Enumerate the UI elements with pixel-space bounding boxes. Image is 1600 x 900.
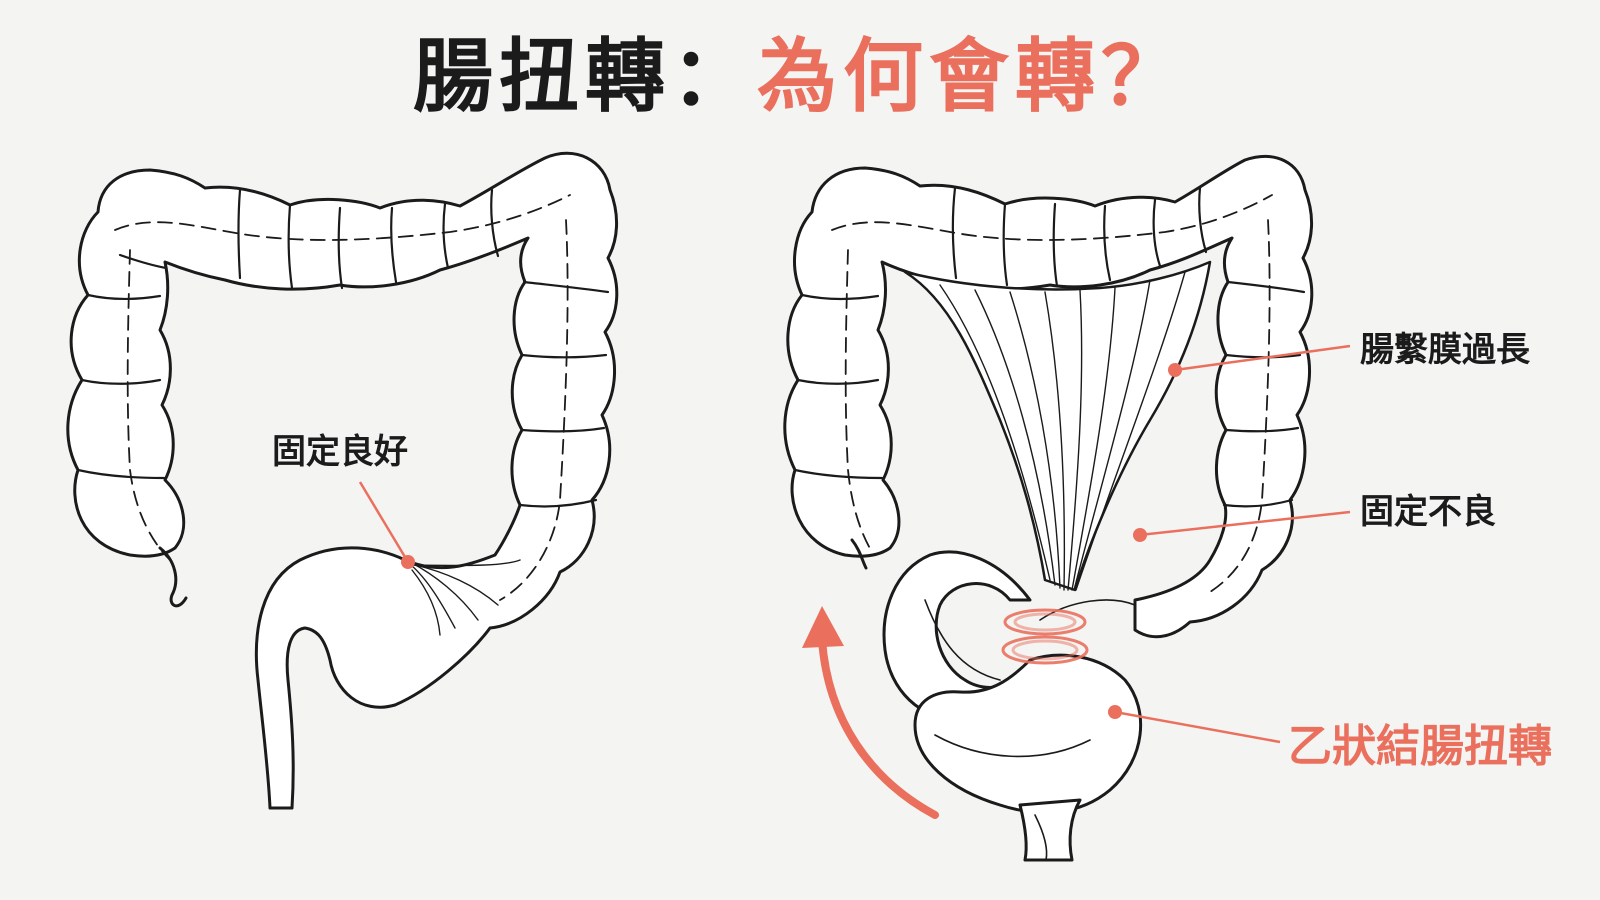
normal-fixation-pointer	[358, 481, 415, 569]
normal-colon-taenia	[114, 194, 571, 601]
label-mesentery-long: 腸繫膜過長	[1360, 330, 1530, 370]
mesentery-long-pointer	[1168, 344, 1351, 377]
page-title: 腸扭轉：為何會轉？	[0, 22, 1600, 132]
normal-colon-illustration	[66, 151, 619, 810]
sigmoid-creases	[924, 599, 1136, 861]
twist-rings	[1001, 608, 1089, 665]
mesentery-folds	[939, 271, 1186, 591]
label-poor-fixation: 固定不良	[1360, 492, 1496, 532]
sigmoid-loop-lower	[913, 653, 1143, 814]
sigmoid-rectum	[1018, 798, 1082, 862]
title-main: 腸扭轉：	[413, 30, 757, 123]
poor-fixation-pointer	[1133, 510, 1351, 542]
volvulus-colon-haustra	[793, 186, 1306, 508]
rotation-arrow	[802, 606, 939, 819]
long-mesentery	[903, 260, 1212, 592]
volvulus-colon-illustration	[783, 155, 1314, 862]
volvulus-colon-taenia	[831, 194, 1273, 596]
normal-colon-appendix	[158, 546, 188, 608]
normal-colon-outline	[66, 151, 619, 810]
volvulus-pointer	[1108, 705, 1281, 744]
label-normal-fixation: 固定良好	[272, 432, 408, 472]
volvulus-colon-appendix	[850, 538, 868, 570]
normal-colon-haustra	[76, 188, 610, 508]
label-sigmoid-volvulus: 乙狀結腸扭轉	[1288, 721, 1552, 772]
title-accent: 為何會轉？	[757, 30, 1187, 123]
